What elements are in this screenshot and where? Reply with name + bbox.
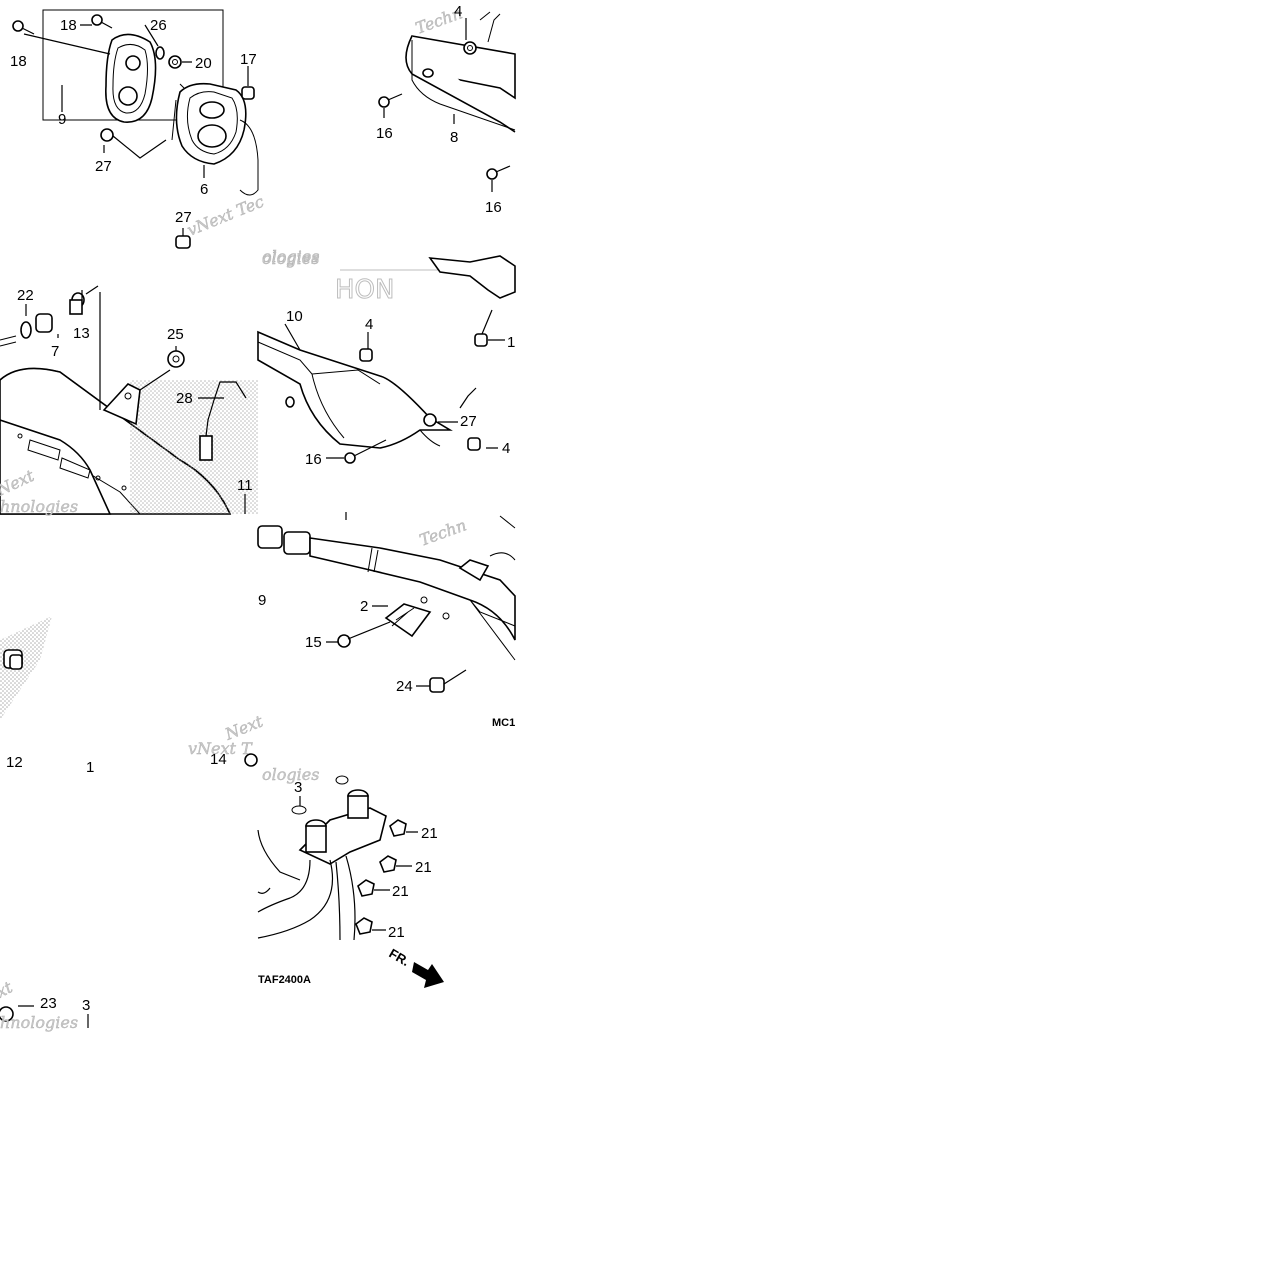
callout-27: 27 (460, 413, 477, 430)
callout-16: 16 (485, 199, 502, 216)
diagram-code-taf: TAF2400A (258, 974, 311, 986)
callout-22: 22 (17, 287, 34, 304)
callout-15: 15 (305, 634, 322, 651)
callout-18: 18 (60, 17, 77, 34)
callout-23: 23 (40, 995, 57, 1012)
cap-nut-21d (355, 917, 373, 935)
nut-25 (167, 350, 185, 368)
callout-14: 14 (210, 751, 227, 768)
callout-6: 6 (200, 181, 208, 198)
callout-25: 25 (167, 326, 184, 343)
callout-10: 10 (286, 308, 303, 325)
panel-heat-shield-lower: HON ologies 10 4 1 27 16 4 (257, 249, 516, 468)
bolt-16a (378, 93, 403, 108)
callout-27: 27 (175, 209, 192, 226)
nut-lower (3, 649, 23, 670)
callout-13: 13 (73, 325, 90, 342)
bolt-18b (91, 14, 113, 29)
gasket-3 (291, 805, 307, 815)
part-muffler-cap (171, 82, 259, 196)
bolt-15 (337, 621, 391, 648)
callout-3: 3 (294, 779, 302, 796)
watermark: xt (0, 977, 16, 1001)
callout-3: 3 (82, 997, 90, 1014)
callout-11: 11 (237, 477, 253, 494)
bolt-16b (486, 165, 511, 180)
callout-27: 27 (95, 158, 112, 175)
callout-4: 4 (502, 440, 510, 457)
callout-28: 28 (176, 390, 193, 407)
callout-12: 12 (6, 754, 23, 771)
callout-21: 21 (415, 859, 432, 876)
cap-nut-21c (357, 879, 375, 897)
arrow-icon (412, 962, 444, 988)
watermark: hnologies (0, 497, 78, 516)
callout-2: 2 (360, 598, 368, 615)
callout-4: 4 (365, 316, 373, 333)
panel-exhaust-pipe: Techn 9 2 15 24 MC1 (257, 512, 516, 729)
part-endplate (105, 33, 157, 123)
panel-lower-left: vNext T Next xt hnologies 12 1 14 23 3 (0, 616, 266, 1032)
panel-heat-shield-upper: Techn 4 16 8 16 (376, 3, 516, 216)
callout-7: 7 (51, 343, 59, 360)
watermark: Techn (417, 515, 469, 549)
front-direction-indicator: FR. (387, 946, 444, 988)
callout-21: 21 (392, 883, 409, 900)
nut-4 (463, 41, 477, 55)
sensor-28 (199, 381, 247, 461)
callout-24: 24 (396, 678, 413, 695)
nut-20 (168, 55, 182, 69)
callout-21: 21 (421, 825, 438, 842)
watermark: ologies (262, 247, 319, 266)
bolt-27a (100, 128, 114, 142)
callout-21: 21 (388, 924, 405, 941)
callout-1: 1 (507, 334, 515, 351)
nut-17 (241, 86, 255, 100)
callout-26: 26 (150, 17, 167, 34)
bolt-16 (344, 439, 387, 464)
callout-16: 16 (305, 451, 322, 468)
callout-20: 20 (195, 55, 212, 72)
callout-8: 8 (450, 129, 458, 146)
bolt-27b (175, 235, 191, 249)
watermark-honda: HON (335, 275, 394, 305)
washer-26 (155, 46, 165, 60)
watermark: vNext T (188, 739, 253, 758)
bolt-27 (423, 413, 437, 427)
callout-16: 16 (376, 125, 393, 142)
nut-23 (0, 1006, 14, 1022)
watermark: vNext Tec (184, 192, 266, 240)
panel-muffler-endcap: vNext Tec ologies 18 26 18 20 17 9 27 6 … (10, 9, 320, 266)
watermark: ologies (262, 249, 319, 268)
bolt-18a (12, 20, 35, 35)
panel-exhaust-manifold: ologies 3 21 21 21 21 FR. TAF2400A (257, 765, 444, 988)
callout-9: 9 (258, 592, 266, 609)
watermark: hnologies (0, 1013, 78, 1032)
nut-4a (359, 348, 373, 362)
callout-1: 1 (86, 759, 94, 776)
watermark: ologies (262, 765, 319, 784)
callout-4: 4 (454, 3, 462, 20)
callout-17: 17 (240, 51, 257, 68)
bolt-1 (474, 309, 493, 347)
panel-muffler-body: Next hnologies 22 13 7 25 28 11 (0, 285, 258, 516)
nut-4b (467, 437, 481, 451)
bolt-24 (429, 669, 467, 693)
cap-nut-21b (379, 855, 397, 873)
diagram-code-mc: MC1 (492, 717, 515, 729)
shaded-area (130, 380, 258, 514)
cap-nut-21a (389, 819, 407, 837)
bolt-stack (0, 292, 85, 347)
nut-14 (244, 753, 258, 767)
fr-label: FR. (387, 946, 413, 969)
callout-18: 18 (10, 53, 27, 70)
callout-9: 9 (58, 111, 66, 128)
